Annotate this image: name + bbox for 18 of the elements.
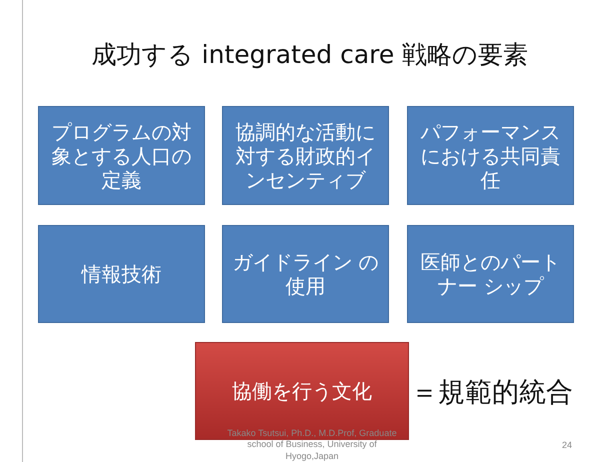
element-box	[222, 106, 389, 205]
footer-credit: Takako Tsutsui, Ph.D., M.D.Prof, Graduate school of Business, University of Hyogo,Japan	[226, 428, 398, 462]
box-text: 協調的な活動に対する財政的インセンティブ	[234, 120, 376, 192]
element-box	[38, 106, 205, 205]
box-text: 協働を行う文化	[232, 379, 372, 403]
element-box	[407, 106, 574, 205]
element-box	[38, 225, 205, 323]
box-text: 医師とのパートナー シップ	[420, 250, 562, 298]
element-box	[407, 225, 574, 323]
element-box	[195, 342, 409, 440]
box-text: 情報技術	[82, 262, 162, 286]
slide-title: 成功する integrated care 戦略の要素	[90, 39, 530, 71]
box-text: ガイドライン の使用	[231, 250, 380, 298]
box-text: プログラムの対象とする人口の定義	[50, 120, 192, 192]
page-number: 24	[562, 440, 572, 450]
box-text: パフォーマンスにおける共同責任	[420, 120, 562, 192]
side-note: ＝規範的統合	[411, 376, 573, 410]
element-box	[222, 225, 389, 323]
